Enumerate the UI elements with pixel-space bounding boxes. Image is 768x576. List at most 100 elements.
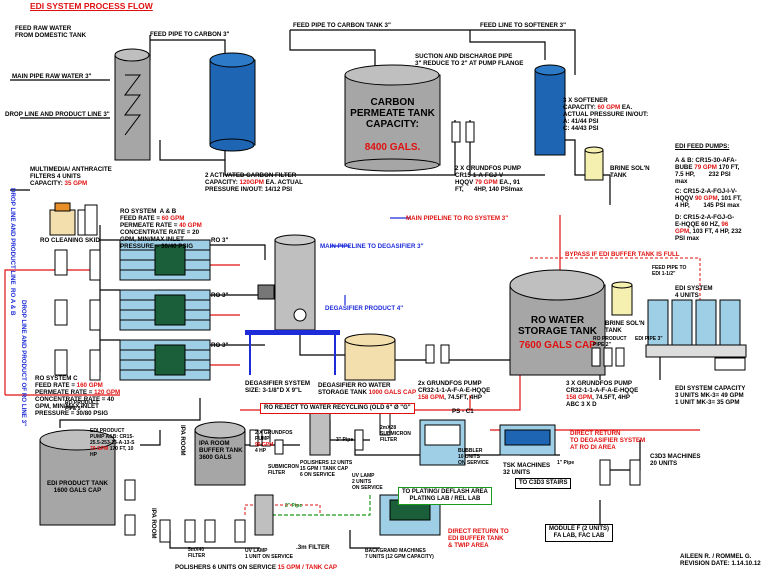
- author-revision-label: AILEEN R. / ROMMEL G. REVISION DATE: 1.1…: [680, 553, 761, 567]
- edi-feed-pumps-d: D: CR15-2-A-FGJ-G- E-HQQE 60 HZ, 96 GPM,…: [675, 214, 742, 242]
- filter-5x40: [204, 519, 216, 543]
- edi-feed-pumps-ab: A & B: CR15-30-AFA- BUBE 79 GPM 170 FT, …: [675, 157, 740, 185]
- c3d3-machines-label: C3D3 MACHINES 20 UNITS: [650, 453, 701, 467]
- submicron-filter-2-label: 2mX28 SUBMICRON FILTER: [380, 425, 411, 443]
- carbon-filter-label: 2 ACTIVATED CARBON FILTER CAPACITY: 120G…: [205, 172, 303, 193]
- feed-pipe-carbon-label: FEED PIPE TO CARBON 3": [150, 31, 230, 38]
- to-c3d3-box: TO C3D3 STAIRS: [515, 478, 572, 489]
- polisher-vessels: [309, 406, 331, 456]
- grundfos-pump-pair-1: [451, 121, 475, 143]
- degasifier-system-label: DEGASIFIER SYSTEM SIZE: 3-1/8"D X 9"L: [245, 380, 310, 394]
- ro-product-pipe-label: RO PRODUCT PIPE 2": [593, 336, 627, 348]
- feed-raw-water-label: FEED RAW WATER FROM DOMESTIC TANK: [15, 25, 87, 39]
- grundfos-pump-1-label: 2 X GRUNDFOS PUMP CR15-1-A-FGJ-V- HQQV 7…: [455, 165, 523, 193]
- uv-lamp-2-label: UV LAMP 1 UNIT ON SERVICE: [245, 548, 293, 560]
- ro-system-ab-label: RO SYSTEM A & B FEED RATE = 60 GPM PERME…: [120, 208, 202, 250]
- uv-lamp-1: [354, 429, 364, 451]
- ro-water-tank-capacity: 7600 GALS CAP: [519, 340, 596, 351]
- edi-system-units: [645, 299, 747, 371]
- softener-label: 3 X SOFTENER CAPACITY: 60 GPM EA. ACTUAL…: [563, 97, 649, 132]
- ro-reject-box: RO REJECT TO WATER RECYCLING (OLD 6" Ø "…: [260, 403, 415, 414]
- carbon-permeate-tank: [344, 64, 441, 172]
- grundfos-pump-trio: [591, 347, 625, 367]
- bubbler-label: BUBBLER 10 UNITS ON SERVICE: [458, 448, 489, 466]
- grundfos-pump-pair-2: [425, 344, 450, 364]
- multimedia-filter-label: MULTIMEDIA/ ANTHRACITE FILTERS 4 UNITS C…: [30, 166, 112, 187]
- background-machines-label: BACKGRAND MACHINES 7 UNITS (12 GPM CAPAC…: [365, 548, 434, 560]
- edi-feed-pumps-title: EDI FEED PUMPS:: [675, 143, 730, 150]
- feed-pipe-carbon-tank-label: FEED PIPE TO CARBON TANK 3": [293, 22, 391, 29]
- grundfos-2x-label: 2x GRUNDFOS PUMP CR32-1-1-A-F-A-E-HQQE 1…: [418, 380, 491, 401]
- bypass-dashed-line: [244, 257, 701, 515]
- carbon-permeate-tank-capacity: 8400 GALS.: [364, 142, 421, 153]
- to-plating-box: TO PLATING/ DEFLASH AREA PLATING LAB / R…: [398, 487, 492, 505]
- ro-cleaning-skid: [49, 202, 98, 236]
- main-pipeline-ro-label: MAIN PIPELINE TO RO SYSTEM 3": [406, 215, 509, 222]
- green-piping: [260, 495, 371, 516]
- uv-lamp-2: [234, 519, 246, 543]
- carbon-permeate-tank-title: CARBON PERMEATE TANK CAPACITY:: [350, 97, 435, 130]
- ipa-buffer-tank: [194, 421, 246, 486]
- degasifier-ro-tank: [344, 333, 396, 381]
- suction-discharge-label: SUCTION AND DISCHARGE PIPE 3" REDUCE TO …: [415, 53, 524, 67]
- module-f-box: MODULE F (2 UNITS) FA LAB, FAC LAB: [545, 524, 613, 542]
- edi-product-tank-label: EDI PRODUCT TANK 1600 GALS CAP: [46, 480, 109, 494]
- feed-pipe-edi-label: FEED PIPE TO EDI 1-1/2": [652, 265, 687, 277]
- edi-system-units-label: EDI SYSTEM 4 UNITS: [675, 285, 713, 299]
- pipe-3in-label: 3" Pipe: [336, 437, 354, 443]
- brine-tank-2: [611, 281, 633, 316]
- direct-return-edi-label: DIRECT RETURN TO EDI BUFFER TANK & TWIP …: [448, 528, 509, 549]
- um-filter-label: .3m FILTER: [296, 544, 330, 551]
- polishers-bottom-label: POLISHERS 6 UNITS ON SERVICE 15 GPM / TA…: [175, 564, 338, 571]
- ipa-buffer-tank-label: IPA ROOM BUFFER TANK 3600 GALS: [199, 440, 243, 461]
- ps-c1-machine: [419, 419, 466, 466]
- drop-line-ro-c-label: DROP LINE AND PRODUCT OF RO LINE 3": [20, 300, 27, 427]
- blue-pipeline: [330, 217, 410, 305]
- ro-system-rack-2: [119, 289, 211, 331]
- drop-line-product-label: DROP LINE AND PRODUCT LINE 3": [5, 111, 110, 118]
- uf-pump-label: 2 X GRUNDFOS PUMP 90 GPM 4 HP: [255, 430, 293, 454]
- polishers-label: POLISHERS 12 UNITS 15 GPM / TANK CAP 6 O…: [300, 460, 353, 478]
- tsk-machines: [499, 424, 556, 456]
- ro-water-tank-title: RO WATER STORAGE TANK: [517, 315, 598, 337]
- ro-cleaning-skid-label: RO CLEANING SKID: [40, 237, 100, 244]
- ro-cartridge-filters: [54, 249, 101, 381]
- page-title: EDI SYSTEM PROCESS FLOW: [30, 1, 153, 11]
- ro-product-pipe-2-label: RO PRODUCT PIPE 3": [65, 400, 99, 412]
- carbon-filter-tank: [209, 52, 256, 152]
- main-pipeline-degasifier-label: MAIN PIPELINE TO DEGASIFIER 3": [320, 243, 424, 250]
- ro-system-rack-1: [119, 239, 211, 281]
- ipa-room-label-2: IPA ROOM: [150, 508, 157, 539]
- pipe-2in-label: 2" Pipe: [285, 503, 303, 509]
- polishers-bottom: [254, 494, 274, 536]
- filter-5x40-label: 5mX40 FILTER: [188, 547, 206, 559]
- ro-water-storage-tank: [509, 269, 606, 376]
- pipe-1in-label: 1" Pipe: [557, 460, 575, 466]
- multimedia-filter-tank: [114, 48, 151, 161]
- submicron-filter-1-label: SUBMICRON FILTER: [268, 464, 299, 476]
- ipa-room-label-1: IPA ROOM: [179, 425, 186, 456]
- ipa-pumps-bottom: [159, 519, 196, 543]
- feed-line-softener-label: FEED LINE TO SOFTENER 3": [480, 22, 567, 29]
- edi-product-tank: [39, 429, 116, 526]
- brine-tank-1: [584, 146, 604, 181]
- softener-tank: [534, 64, 566, 156]
- bypass-label: BYPASS IF EDI BUFFER TANK IS FULL: [565, 251, 680, 258]
- main-pipe-raw-water-label: MAIN PIPE RAW WATER 3": [12, 73, 92, 80]
- degasifier-ro-water-label: DEGASIFIER RO WATER STORAGE TANK 1000 GA…: [318, 382, 417, 396]
- edi-feed-pumps-c: C: CR15-2-A-FGJ-I-V- HQQV 90 GPM, 101 FT…: [675, 188, 742, 209]
- brine-tank-1-label: BRINE SOL'N TANK: [610, 165, 650, 179]
- tsk-machines-label: TSK MACHINES 32 UNITS: [503, 462, 551, 476]
- edi-product-pump-label: EDI PRODUCT PUMP A&B: CR15- 25.5-253-15-…: [90, 428, 135, 458]
- uv-lamp-1-label: UV LAMP 2 UNITS ON SERVICE: [352, 473, 383, 491]
- ro-3in-label-1: RO 3": [211, 237, 229, 244]
- brine-tank-2-label: BRINE SOL'N TANK: [605, 320, 645, 334]
- edi-pipe-label: EDI PIPE 3": [635, 336, 663, 342]
- direct-return-degasifier-label: DIRECT RETURN TO DEGASIFIER SYSTEM AT RO…: [570, 430, 646, 451]
- drop-line-ro-ab-label: DROP LINE AND PRODUCT LINE RO A & B: [9, 188, 16, 316]
- degasifier-column: [245, 234, 340, 375]
- degasifier-product-label: DEGASIFIER PRODUCT 4": [325, 305, 404, 312]
- grundfos-3x-label: 3 X GRUNDFOS PUMP CR32-1-1-A-F-A-E-HQQE …: [566, 380, 639, 408]
- ro-3in-label-3: RO 3": [211, 342, 229, 349]
